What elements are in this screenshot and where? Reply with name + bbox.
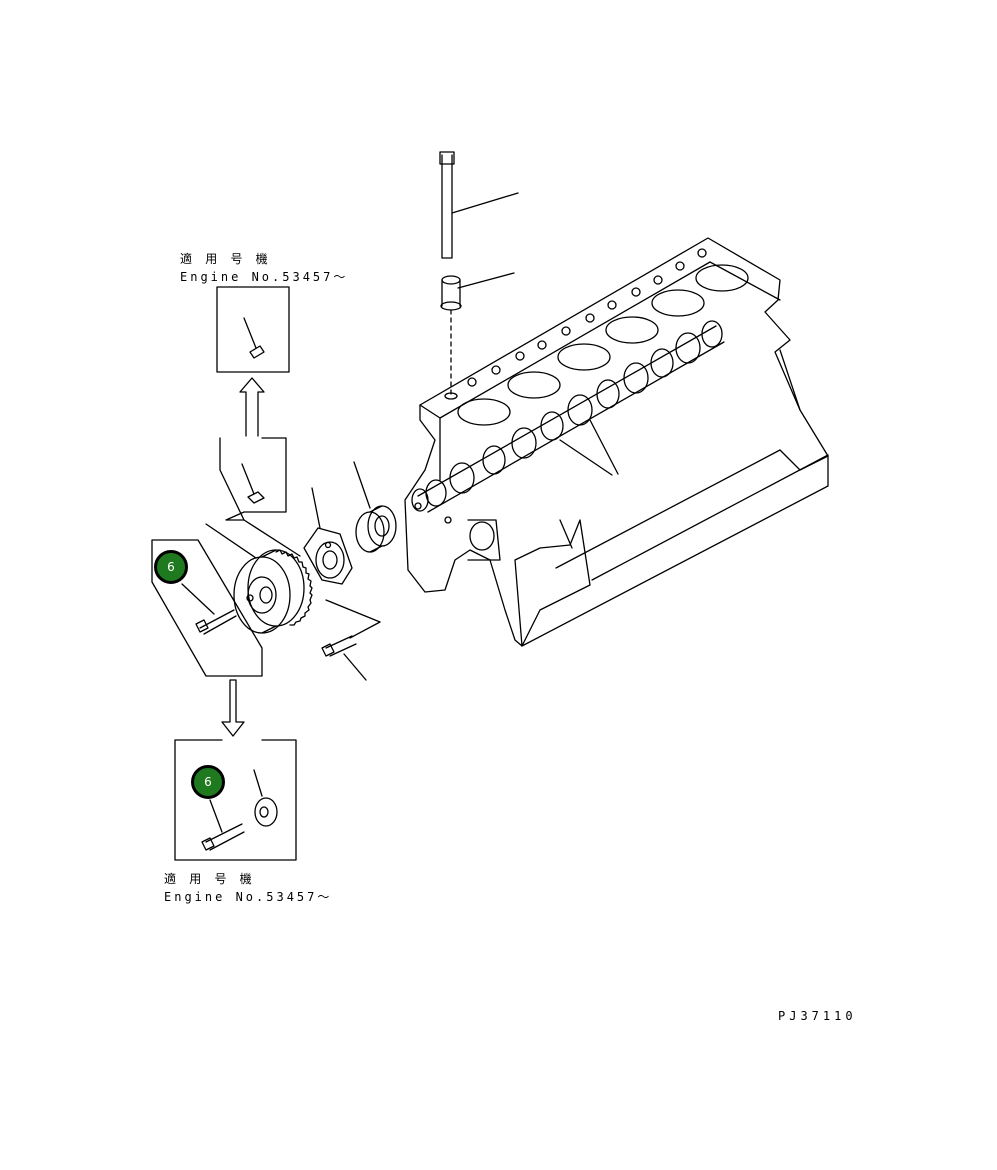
top-note-engine-number: Engine No.53457～ bbox=[180, 270, 349, 284]
top-note-japanese: 適 用 号 機 bbox=[180, 252, 271, 266]
gear-bolt-callout[interactable]: 6 bbox=[154, 550, 188, 584]
camshaft bbox=[411, 320, 725, 513]
tappet bbox=[440, 272, 515, 396]
alt-bolt-callout[interactable]: 6 bbox=[191, 765, 225, 799]
gear-bolt-group bbox=[151, 539, 263, 737]
camshaft-bushing bbox=[353, 461, 397, 553]
key-part bbox=[219, 437, 301, 557]
push-rod bbox=[439, 151, 519, 259]
bottom-note-engine-number: Engine No.53457～ bbox=[164, 890, 333, 904]
camshaft-gear bbox=[205, 523, 313, 634]
bottom-inset-box bbox=[174, 739, 297, 861]
thrust-plate-bolt bbox=[321, 599, 381, 681]
thrust-plate bbox=[303, 487, 353, 585]
figure-code: PJ37110 bbox=[778, 1009, 857, 1023]
bottom-note-japanese: 適 用 号 機 bbox=[164, 872, 255, 886]
cylinder-block bbox=[404, 237, 829, 647]
top-inset-box bbox=[216, 286, 290, 437]
